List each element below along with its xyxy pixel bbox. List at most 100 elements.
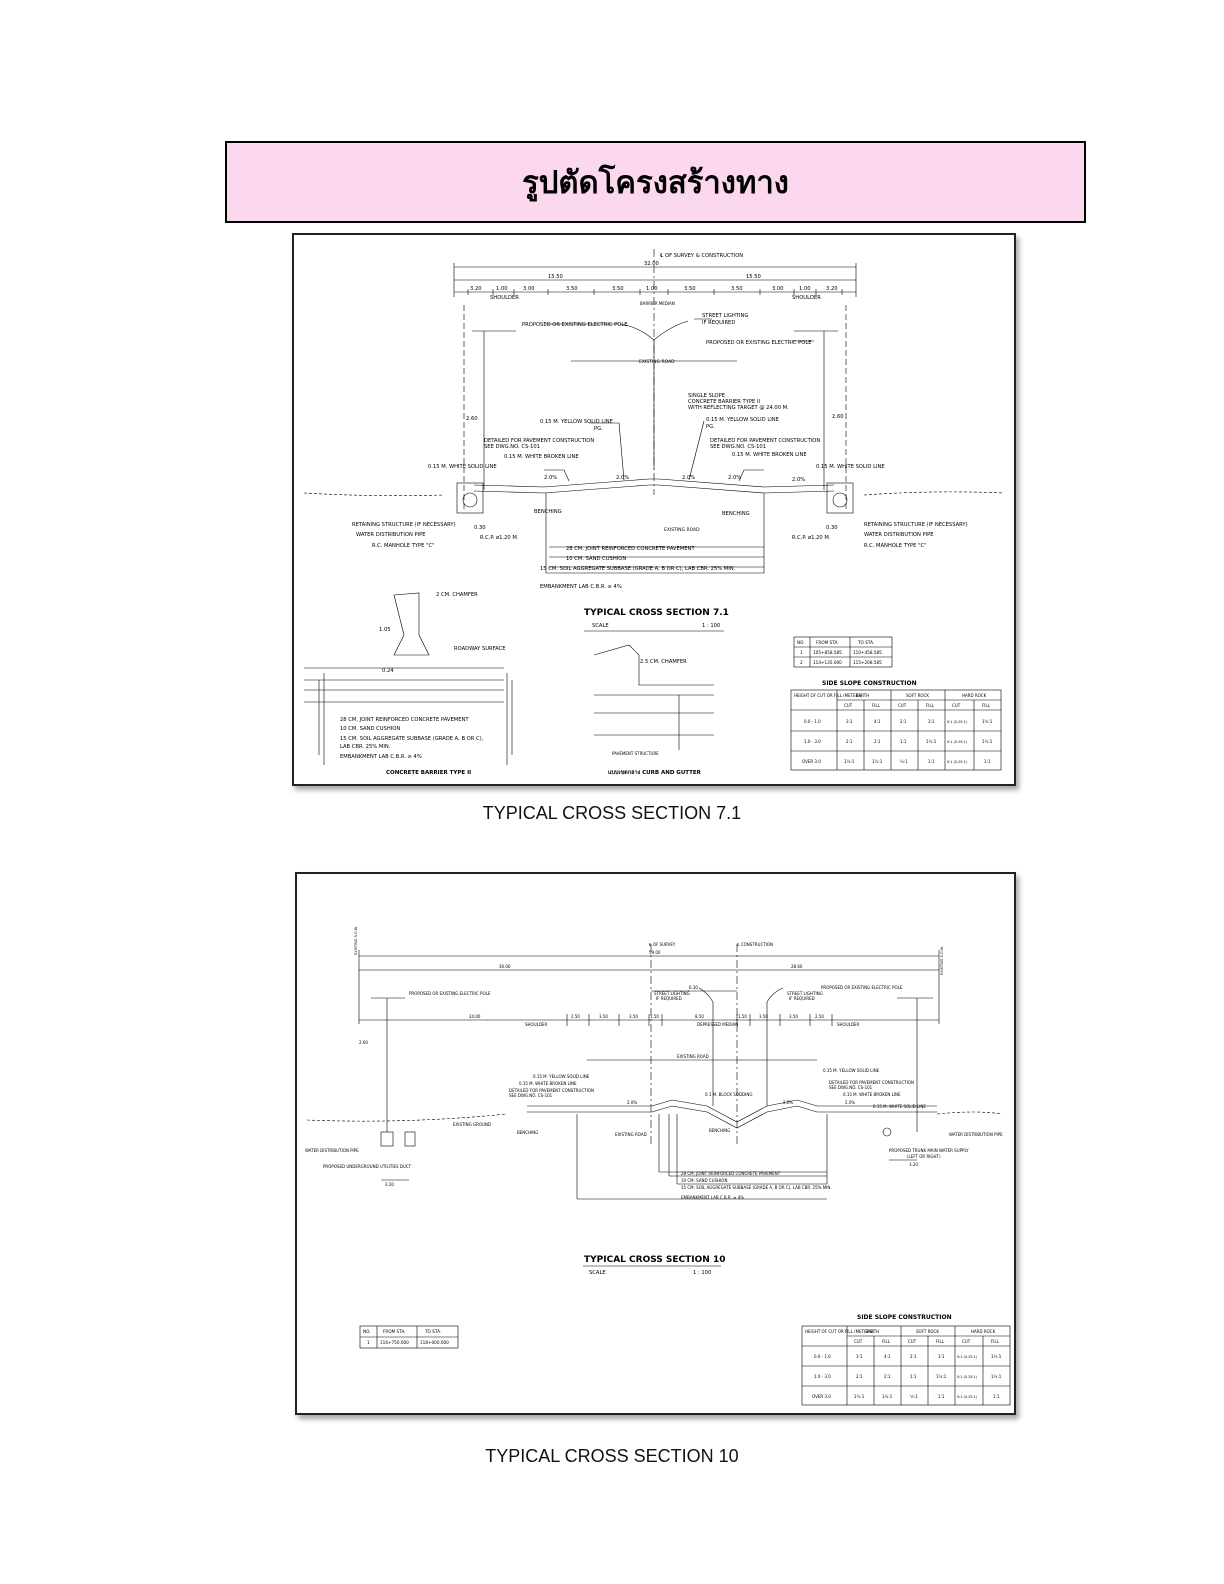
slope1-r3c2: 1½:1 [872, 759, 883, 764]
slope2-s1: CUT [854, 1339, 863, 1344]
sta1-r1-to: 110+458.585 [853, 650, 882, 655]
slope2-r3c3: ½:1 [910, 1394, 918, 1399]
f2-inner-dim: 24.00 [469, 1014, 481, 1019]
f2-seedwg-left: SEE DWG.NO. CS-101 [509, 1093, 553, 1098]
slope2-r3c5: 0:1 (0.25:1) [957, 1395, 978, 1399]
dim-030-right: 0.30 [826, 525, 838, 531]
slope2-r2c2: 2:1 [884, 1374, 891, 1379]
f2-detailed-left: DETAILED FOR PAVEMENT CONSTRUCTION [509, 1088, 594, 1093]
curb-note: PAVEMENT STRUCTURE [612, 751, 659, 756]
f2-dim-320-left: 3.20 [385, 1182, 394, 1187]
barrier-width: 0.24 [382, 668, 394, 674]
f2-lighting-left: STREET LIGHTING [654, 991, 690, 996]
barrier-layer-1: 28 CM. JOINT REINFORCED CONCRETE PAVEMEN… [340, 717, 469, 723]
slope2-r1c3: 2:1 [910, 1354, 917, 1359]
f2-yellow-right: 0.15 M. YELLOW SOLID LINE [823, 1068, 880, 1073]
f2-layer-3: 15 CM. SOIL AGGREGATE SUBBASE (GRADE A, … [681, 1185, 832, 1190]
slope1-r1c2: 4:1 [874, 719, 881, 724]
slope1-r3c3: ½:1 [900, 759, 908, 764]
f2-pole-left: PROPOSED OR EXISTING ELECTRIC POLE [409, 991, 491, 996]
f2-utilities: PROPOSED UNDERGROUND UTILITIES DUCT [323, 1164, 412, 1169]
single-slope: SINGLE SLOPE [688, 393, 725, 399]
barrier-layer-4: LAB CBR. 25% MIN. [340, 744, 391, 750]
slope1-col-height: HEIGHT OF CUT OR FILL (METERS) [794, 693, 863, 698]
dim-10: 1.00 [799, 286, 811, 292]
white-solid-right: 0.15 M. WHITE SOLID LINE [816, 464, 885, 470]
f2-d7: 3.50 [759, 1014, 768, 1019]
dim-6: 1.00 [646, 286, 658, 292]
half-right-width: 15.50 [746, 274, 761, 280]
slope2-r1c6: 1½:1 [991, 1354, 1002, 1359]
rcp-right: R.C.P. ø1.20 M. [792, 535, 831, 541]
slope1-s4: FILL [926, 703, 935, 708]
slope2-s2: FILL [882, 1339, 891, 1344]
slope2-r2c6: 1½:1 [991, 1374, 1002, 1379]
sta2-h-to: TO STA. [424, 1329, 441, 1334]
benching-right: BENCHING [722, 511, 750, 517]
offset-left: 2.60 [466, 416, 478, 422]
offset-right: 2.60 [832, 414, 844, 420]
slope2-r3c2: 1½:1 [882, 1394, 893, 1399]
slope2-r2c1: 2:1 [856, 1374, 863, 1379]
f2-dim-320-right: 3.20 [909, 1162, 918, 1167]
barrier-type: CONCRETE BARRIER TYPE II [688, 399, 760, 405]
slope2-r3c1: 1½:1 [854, 1394, 865, 1399]
rcp-left: R.C.P. ø1.20 M. [480, 535, 519, 541]
layer-4: EMBANKMENT LAB C.B.R. ≥ 4% [540, 584, 622, 590]
slope1-g2: SOFT ROCK [906, 693, 929, 698]
sta1-r2-to: 115+208.585 [853, 660, 882, 665]
f2-survey: ℄ OF SURVEY [649, 942, 676, 947]
slope1-r3c6: 1:1 [984, 759, 991, 764]
street-lighting: STREET LIGHTING [702, 313, 748, 319]
f2-d8: 3.50 [789, 1014, 798, 1019]
sta2-r1-to: 118+000.000 [420, 1340, 449, 1345]
f2-broken-left: 0.15 M. WHITE BROKEN LINE [519, 1081, 577, 1086]
barrier-chamfer: 2 CM. CHAMFER [436, 592, 478, 598]
slope-1: 2.0% [544, 475, 557, 481]
slope1-r1c6: 1½:1 [982, 719, 993, 724]
f2-d3: 3.50 [629, 1014, 638, 1019]
pg-right: PG. [706, 424, 715, 430]
slope1-r3c1: 1½:1 [844, 759, 855, 764]
barrier-layer-2: 10 CM. SAND CUSHION [340, 726, 400, 732]
layer-3: 15 CM. SOIL AGGREGATE SUBBASE (GRADE A, … [540, 566, 736, 572]
f2-slope-1: 2.0% [627, 1100, 637, 1105]
f2-row-left: EXISTING R.O.W. [354, 926, 358, 955]
slope2-r2c4: 1½:1 [936, 1374, 947, 1379]
yellow-line-left: 0.15 M. YELLOW SOLID LINE [540, 419, 613, 425]
barrier-detail-title: CONCRETE BARRIER TYPE II [386, 770, 471, 776]
centerline-label: ℄ OF SURVEY & CONSTRUCTION [660, 253, 743, 259]
f2-d5: 8.50 [695, 1014, 704, 1019]
f2-construction: ℄ CONSTRUCTION [737, 942, 773, 947]
sta1-r1-no: 1 [800, 650, 803, 655]
sta2-h-from: FROM STA. [383, 1329, 406, 1334]
f2-detailed-right: DETAILED FOR PAVEMENT CONSTRUCTION [829, 1080, 914, 1085]
page-title: รูปตัดโครงสร้างทาง [522, 165, 789, 201]
figure1-scale-value: 1 : 100 [702, 623, 720, 629]
figure1-scale-label: SCALE [592, 623, 609, 629]
existing-road: EXISTING ROAD [639, 359, 675, 365]
f2-d9: 2.50 [815, 1014, 824, 1019]
slope1-s3: CUT [898, 703, 907, 708]
barrier-layer-3: 15 CM. SOIL AGGREGATE SUBBASE (GRADE A, … [340, 736, 484, 742]
existing-road-2: EXISTING ROAD [664, 527, 700, 533]
detailed-right: DETAILED FOR PAVEMENT CONSTRUCTION [710, 438, 820, 444]
barrier-height: 1.05 [379, 627, 391, 633]
dim-3: 3.00 [523, 286, 535, 292]
f2-left-or-right: (LEFT OR RIGHT) [907, 1154, 941, 1159]
cross-section-10-svg: ℄ OF SURVEY ℄ CONSTRUCTION 59.00 30.00 2… [305, 926, 1011, 1406]
f2-yellow-left: 0.15 M. YELLOW SOLID LINE [533, 1074, 590, 1079]
f2-block-sodding: 0.1 M. BLOCK SODDING [705, 1092, 752, 1097]
slope2-r3c0: OVER 3.0 [812, 1394, 831, 1399]
slope2-s3: CUT [908, 1339, 917, 1344]
f2-water-left: WATER DISTRIBUTION PIPE [305, 1148, 359, 1153]
f2-d2: 3.50 [599, 1014, 608, 1019]
f2-dim-260: 2.60 [359, 1040, 368, 1045]
dim-7: 3.50 [684, 286, 696, 292]
shoulder-right: SHOULDER [792, 295, 821, 301]
figure1-caption: TYPICAL CROSS SECTION 7.1 [482, 803, 742, 823]
f2-white-solid: 0.15 M. WHITE SOLID LINE [873, 1104, 926, 1109]
slope1-s6: FILL [982, 703, 991, 708]
cross-section-10-drawing: ℄ OF SURVEY ℄ CONSTRUCTION 59.00 30.00 2… [295, 872, 1016, 1415]
slope1-r1c5: 0:1 (0.25:1) [947, 720, 968, 724]
